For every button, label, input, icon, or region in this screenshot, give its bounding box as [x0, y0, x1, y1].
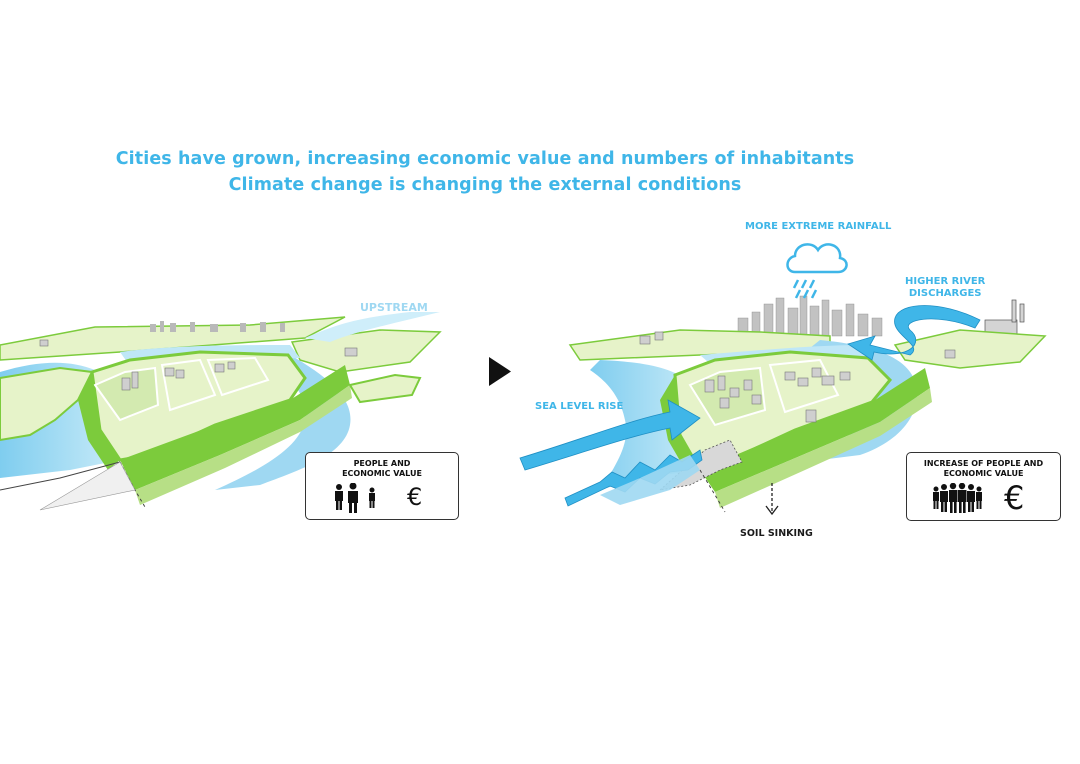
euro-icon-large: € [1004, 479, 1025, 517]
rain-cloud-icon [786, 243, 848, 299]
right-bank [348, 373, 422, 404]
far-land-east [893, 329, 1047, 369]
sea-level-label: SEA LEVEL RISE [535, 401, 624, 412]
far-land-left [0, 316, 346, 361]
section-line [0, 461, 121, 491]
section-ground [39, 461, 136, 511]
power-plant [984, 299, 1025, 335]
polder-inner-2 [160, 358, 217, 412]
info-box-current-title: PEOPLE AND ECONOMIC VALUE [306, 459, 458, 479]
upstream-label: UPSTREAM [360, 301, 428, 314]
info-box-future: INCREASE OF PEOPLE AND ECONOMIC VALUE € [906, 452, 1061, 521]
info-box-current-line-2: ECONOMIC VALUE [342, 469, 422, 478]
river-discharge-arrow [847, 305, 981, 361]
buildings-left [39, 339, 358, 391]
info-box-future-line-1: INCREASE OF PEOPLE AND [923, 459, 1044, 468]
polder-inner [93, 366, 160, 422]
skyline-left [150, 321, 285, 332]
rainfall-label: MORE EXTREME RAINFALL [745, 221, 892, 232]
dike-front-light [135, 385, 352, 505]
soil-arrow-icon [765, 483, 779, 516]
info-box-future-line-2: ECONOMIC VALUE [943, 469, 1024, 478]
river-discharge-label-line-2: DISCHARGES [908, 288, 982, 299]
soil-sinking-label: SOIL SINKING [740, 528, 813, 539]
buildings-right [639, 331, 956, 423]
play-arrow-icon [489, 357, 511, 386]
info-box-current: PEOPLE AND ECONOMIC VALUE € [305, 452, 459, 520]
river-discharge-label-line-1: HIGHER RIVER [905, 276, 986, 287]
upstream-river [305, 312, 440, 342]
info-box-current-line-1: PEOPLE AND [353, 459, 411, 468]
crowd-icon [933, 483, 982, 513]
river-discharge-label: HIGHER RIVER DISCHARGES [905, 276, 985, 300]
sea-level-arrow-top [519, 399, 701, 471]
city-skyline [737, 295, 883, 337]
people-icon [335, 483, 375, 513]
dike-front [120, 365, 350, 490]
info-box-future-title: INCREASE OF PEOPLE AND ECONOMIC VALUE [907, 459, 1060, 479]
future-situation-scene [519, 243, 1047, 516]
dike-left [78, 372, 120, 470]
euro-icon: € [407, 483, 423, 511]
left-bank [0, 366, 94, 442]
dike-front-right [700, 368, 930, 492]
dike-front-right-light [715, 388, 932, 508]
sea-water-rise [600, 455, 700, 505]
headline-line-2: Climate change is changing the external … [228, 175, 742, 195]
headline-line-1: Cities have grown, increasing economic v… [115, 149, 855, 169]
